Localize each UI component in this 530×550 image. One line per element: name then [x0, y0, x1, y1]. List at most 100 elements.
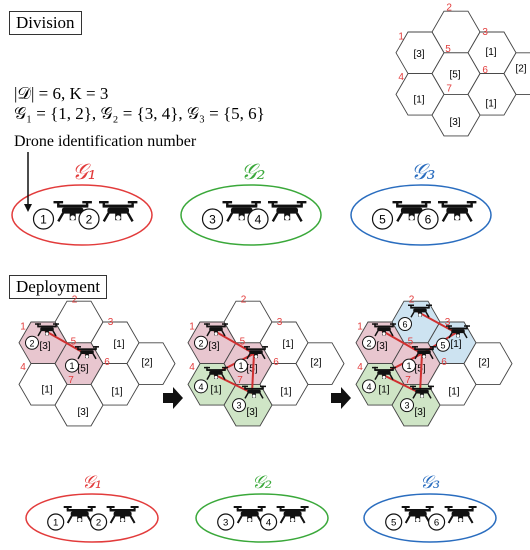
cell-label: [3] — [77, 407, 88, 418]
drone-id-number: 4 — [198, 382, 203, 392]
drone-id-circle — [89, 513, 108, 531]
vertex-id: 4 — [189, 362, 195, 373]
group-label: 𝒢₁ — [82, 472, 102, 493]
link-edge — [251, 353, 255, 394]
cell-label: [1] — [378, 384, 389, 395]
vertex-id: 7 — [68, 375, 74, 386]
cell-label: [5] — [246, 364, 257, 375]
vertex-id: 3 — [482, 27, 488, 38]
link-edge — [381, 373, 421, 395]
hex-cell — [503, 52, 530, 95]
drone-id-number: 2 — [96, 518, 101, 529]
hex-cell — [126, 342, 176, 385]
deployment-title: Deployment — [9, 275, 108, 299]
cell-label: [5] — [449, 70, 460, 81]
vertex-id: 1 — [398, 32, 404, 43]
drone-id-number: 2 — [198, 338, 203, 348]
vertex-id: 2 — [409, 294, 415, 305]
cell-label: [5] — [77, 364, 88, 375]
division-title: Division — [9, 11, 82, 35]
drone-id-circle — [428, 513, 446, 531]
formula-line-1: |𝒟| = 6, K = 3 — [14, 84, 109, 103]
vertex-id: 4 — [20, 362, 26, 373]
drone-id-number: 1 — [406, 361, 411, 371]
drone-id-circle — [217, 513, 235, 531]
cell-label: [1] — [450, 339, 461, 350]
cell-label: [3] — [208, 341, 219, 352]
drone-id-circle — [385, 513, 403, 531]
group-ellipse — [11, 184, 153, 246]
cell-label: [2] — [141, 358, 152, 369]
cell-label: [1] — [485, 47, 496, 58]
drone-id-circle — [25, 335, 39, 350]
drone-id-circle — [247, 208, 269, 230]
drone-id-circle — [32, 208, 55, 230]
drone-id-circle — [400, 398, 414, 413]
drone-id-circle — [232, 398, 246, 413]
drone-id-number: 5 — [379, 213, 386, 227]
cell-label: [1] — [448, 386, 459, 397]
cell-label: [1] — [210, 384, 221, 395]
group-label: 𝒢₃ — [411, 160, 435, 185]
cell-label: [1] — [282, 339, 293, 350]
group-ellipse — [350, 184, 492, 246]
cell-label: [2] — [478, 358, 489, 369]
hex-cell — [54, 383, 104, 427]
cell-label: [3] — [449, 117, 460, 128]
vertex-id: 7 — [237, 375, 243, 386]
drone-id-number: 1 — [69, 361, 74, 371]
drone-id-number: 4 — [266, 518, 272, 529]
cell-label: [1] — [41, 384, 52, 395]
link-edge — [213, 373, 253, 395]
drone-icon — [97, 199, 139, 223]
drone-id-circle — [371, 208, 394, 230]
arrow-right-icon — [163, 387, 183, 409]
vertex-id: 3 — [445, 317, 451, 328]
drone-icon — [436, 199, 478, 223]
hex-cell — [223, 383, 273, 427]
cell-label: [1] — [280, 386, 291, 397]
drone-id-circle — [260, 513, 278, 531]
vertex-id: 5 — [445, 44, 451, 55]
drone-id-number: 6 — [425, 213, 432, 227]
drone-icon — [105, 505, 140, 524]
drone-id-number: 3 — [404, 401, 409, 411]
group-label: 𝒢₂ — [252, 472, 272, 493]
drone-id-number: 2 — [29, 338, 34, 348]
drone-id-number: 5 — [440, 340, 445, 350]
vertex-id: 5 — [240, 336, 246, 347]
deployment-maps: 1234567[1][2][3][5][1][1][3]121234567[1]… — [18, 294, 513, 427]
cell-label: [3] — [413, 49, 424, 60]
vertex-id: 6 — [441, 357, 447, 368]
vertex-id: 6 — [104, 357, 110, 368]
drone-id-number: 4 — [366, 382, 371, 392]
drone-id-label: Drone identification number — [14, 133, 197, 150]
vertex-id: 3 — [108, 317, 114, 328]
vertex-id: 4 — [398, 72, 404, 83]
drone-icon — [443, 505, 478, 524]
drone-id-circle — [402, 358, 416, 373]
drone-id-number: 3 — [209, 213, 216, 227]
drone-id-circle — [398, 317, 412, 331]
cell-label: [3] — [414, 407, 425, 418]
vertex-id: 4 — [357, 362, 363, 373]
vertex-id: 1 — [189, 322, 195, 333]
vertex-id: 2 — [446, 2, 452, 13]
vertex-id: 3 — [277, 317, 283, 328]
hex-cell — [295, 342, 345, 385]
drone-id-circle — [194, 379, 208, 394]
group-ellipse — [180, 184, 322, 246]
drone-id-circle — [436, 337, 450, 352]
drone-id-number: 3 — [223, 518, 228, 529]
group-ellipse — [25, 493, 159, 543]
drone-id-number: 2 — [366, 338, 371, 348]
group-label: 𝒢₂ — [241, 160, 265, 185]
arrow-right-icon — [331, 387, 351, 409]
group-ellipse — [195, 493, 329, 543]
group-ellipse — [363, 493, 497, 543]
vertex-id: 1 — [20, 322, 26, 333]
